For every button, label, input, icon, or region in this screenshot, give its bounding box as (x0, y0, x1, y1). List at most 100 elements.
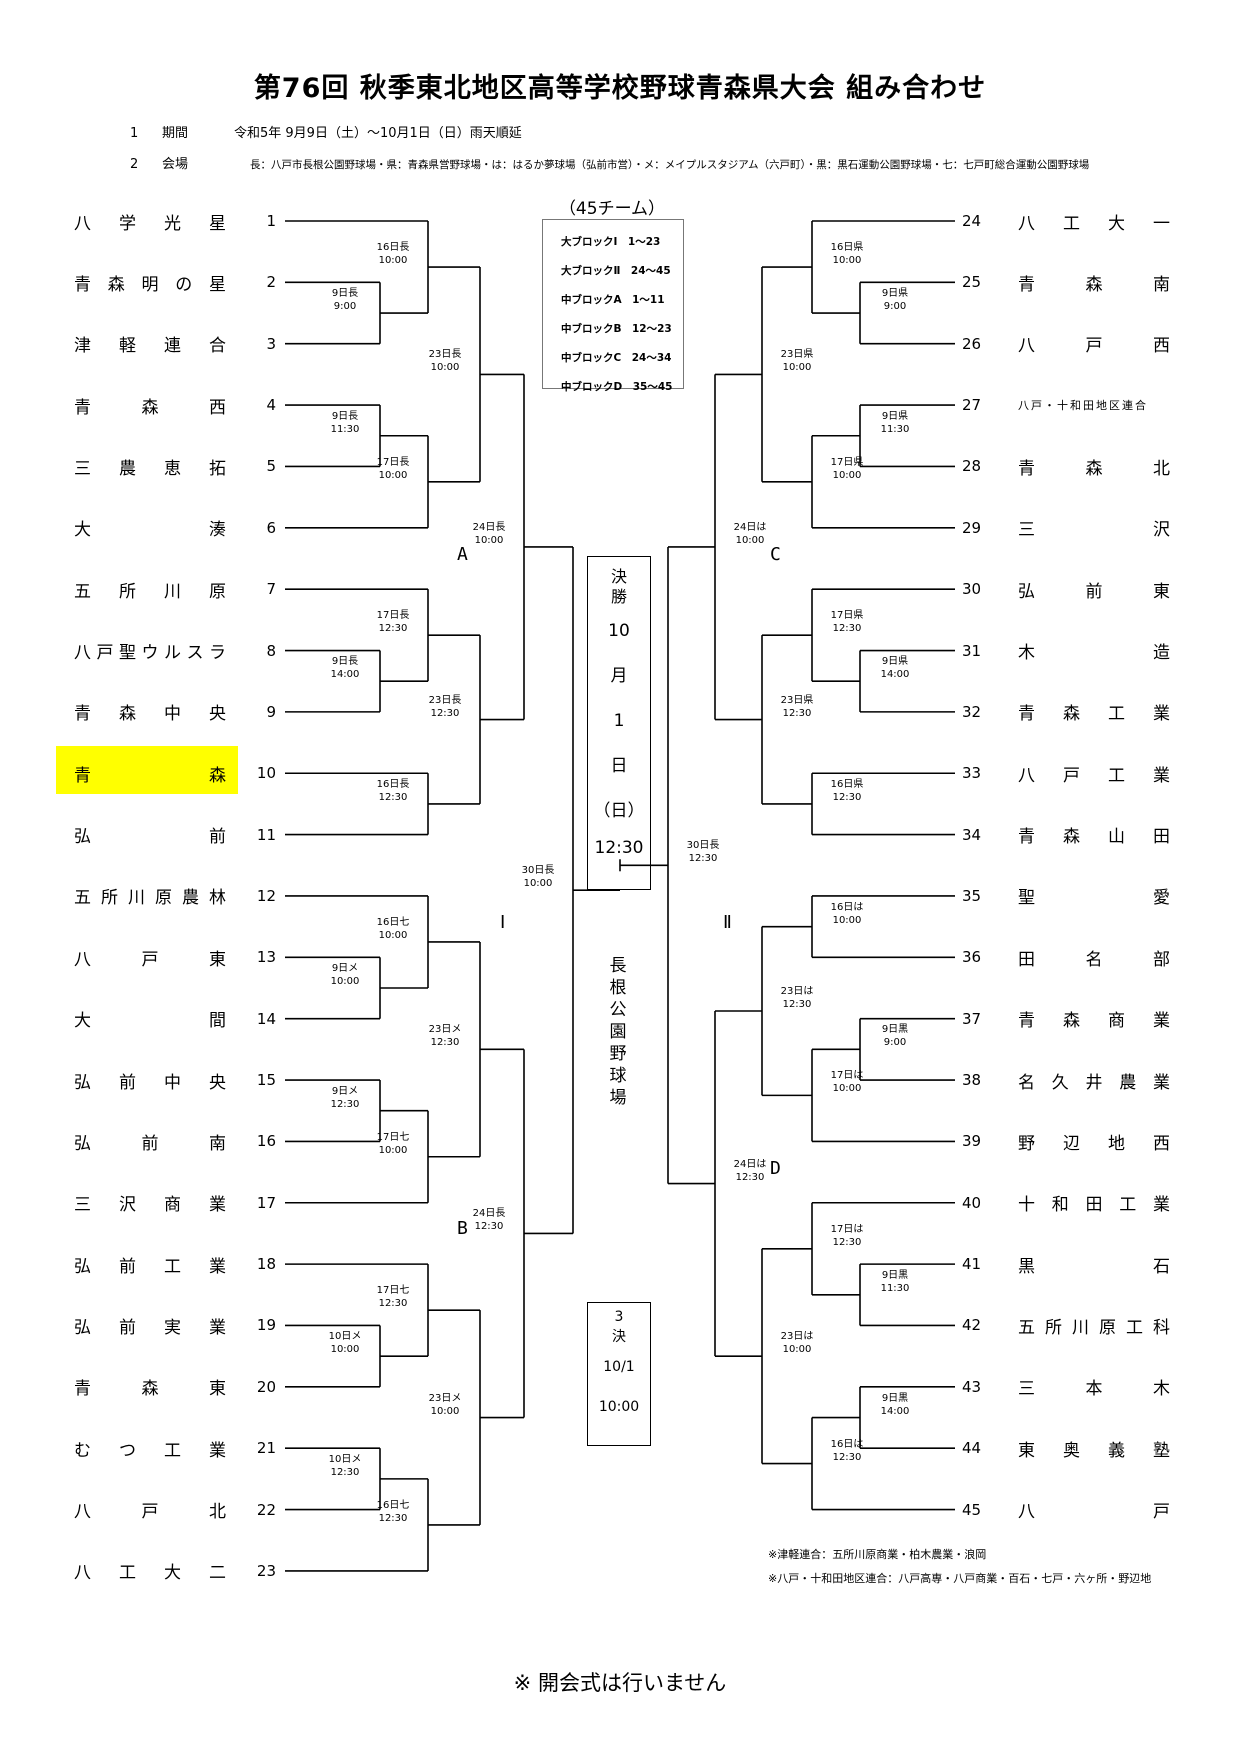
team-name: 八戸北 (74, 1502, 226, 1523)
seed-number: 45 (962, 1500, 982, 1519)
team-name: 青森商業 (1018, 1011, 1170, 1032)
team-name: 青森西 (74, 397, 226, 418)
seed-number: 21 (256, 1439, 276, 1458)
team-name: 弘前実業 (74, 1317, 226, 1338)
footnote-2: ※八戸・十和田地区連合：八戸高専・八戸商業・百石・七戸・六ヶ所・野辺地 (768, 1572, 1152, 1585)
team-highlight (56, 746, 238, 794)
team-name: 弘前南 (74, 1133, 226, 1154)
team-name: 青森工業 (1018, 704, 1170, 725)
team-name: 弘前 (74, 827, 226, 848)
seed-number: 31 (962, 641, 982, 660)
team-name: 弘前東 (1018, 581, 1170, 602)
team-name: 野辺地西 (1018, 1133, 1170, 1154)
team-name: 青森南 (1018, 274, 1170, 295)
team-name: 八戸聖ウルスラ (74, 643, 226, 664)
seed-number: 35 (962, 886, 982, 905)
team-name: 弘前工業 (74, 1256, 226, 1277)
third-time: 10:00 (598, 1399, 640, 1415)
seed-number: 10 (256, 764, 276, 783)
seed-number: 27 (962, 396, 982, 415)
team-name: 五所川原 (74, 581, 226, 602)
seed-number: 7 (266, 580, 276, 599)
team-name: 五所川原農林 (74, 888, 226, 909)
team-name: 三沢 (1018, 520, 1170, 541)
team-name: 黒石 (1018, 1256, 1170, 1277)
page-title: 第76回 秋季東北地区高等学校野球青森県大会 組み合わせ (253, 73, 987, 104)
team-name: 八学光星 (74, 213, 226, 234)
seed-number: 6 (266, 518, 276, 537)
seed-number: 12 (256, 886, 276, 905)
team-name: 津軽連合 (74, 336, 226, 357)
team-name: 十和田工業 (1018, 1195, 1170, 1216)
seed-number: 25 (962, 273, 982, 292)
team-name: 八戸 (1018, 1502, 1170, 1523)
seed-number: 39 (962, 1132, 982, 1151)
team-name: 東奥義塾 (1018, 1440, 1170, 1461)
seed-number: 13 (256, 948, 276, 967)
seed-number: 16 (256, 1132, 276, 1151)
block-label-1: Ⅰ (500, 912, 506, 933)
final-venue: 長 根 公 園 野 球 場 (609, 956, 627, 1108)
team-name: 青森東 (74, 1379, 226, 1400)
seed-number: 15 (256, 1071, 276, 1090)
block-label-2: Ⅱ (723, 912, 732, 933)
seed-number: 44 (962, 1439, 982, 1458)
seed-number: 20 (256, 1377, 276, 1396)
seed-number: 14 (256, 1009, 276, 1028)
footnote-1: ※津軽連合：五所川原商業・柏木農業・浪岡 (768, 1548, 987, 1561)
seed-number: 40 (962, 1193, 982, 1212)
seed-number: 2 (266, 273, 276, 292)
seed-number: 3 (266, 334, 276, 353)
seed-number: 38 (962, 1071, 982, 1090)
team-name: むつ工業 (74, 1440, 226, 1461)
team-name: 三農恵拓 (74, 458, 226, 479)
seed-number: 23 (256, 1561, 276, 1580)
seed-number: 30 (962, 580, 982, 599)
seed-number: 36 (962, 948, 982, 967)
seed-number: 37 (962, 1009, 982, 1028)
seed-number: 18 (256, 1255, 276, 1274)
team-name: 八工大一 (1018, 213, 1170, 234)
team-name: 聖愛 (1018, 888, 1170, 909)
team-name: 八戸東 (74, 949, 226, 970)
team-name: 大間 (74, 1011, 226, 1032)
team-name: 木造 (1018, 643, 1170, 664)
seed-number: 22 (256, 1500, 276, 1519)
venue-text: 長：八戸市長根公園野球場・県：青森県営野球場・は：はるか夢球場（弘前市営）・メ：… (250, 159, 1090, 171)
seed-number: 42 (962, 1316, 982, 1335)
seed-number: 41 (962, 1255, 982, 1274)
seed-number: 11 (256, 825, 276, 844)
block-label-b: B (457, 1218, 468, 1239)
seed-number: 4 (266, 396, 276, 415)
seed-number: 17 (256, 1193, 276, 1212)
team-name: 八戸・十和田地区連合 (1018, 399, 1148, 413)
